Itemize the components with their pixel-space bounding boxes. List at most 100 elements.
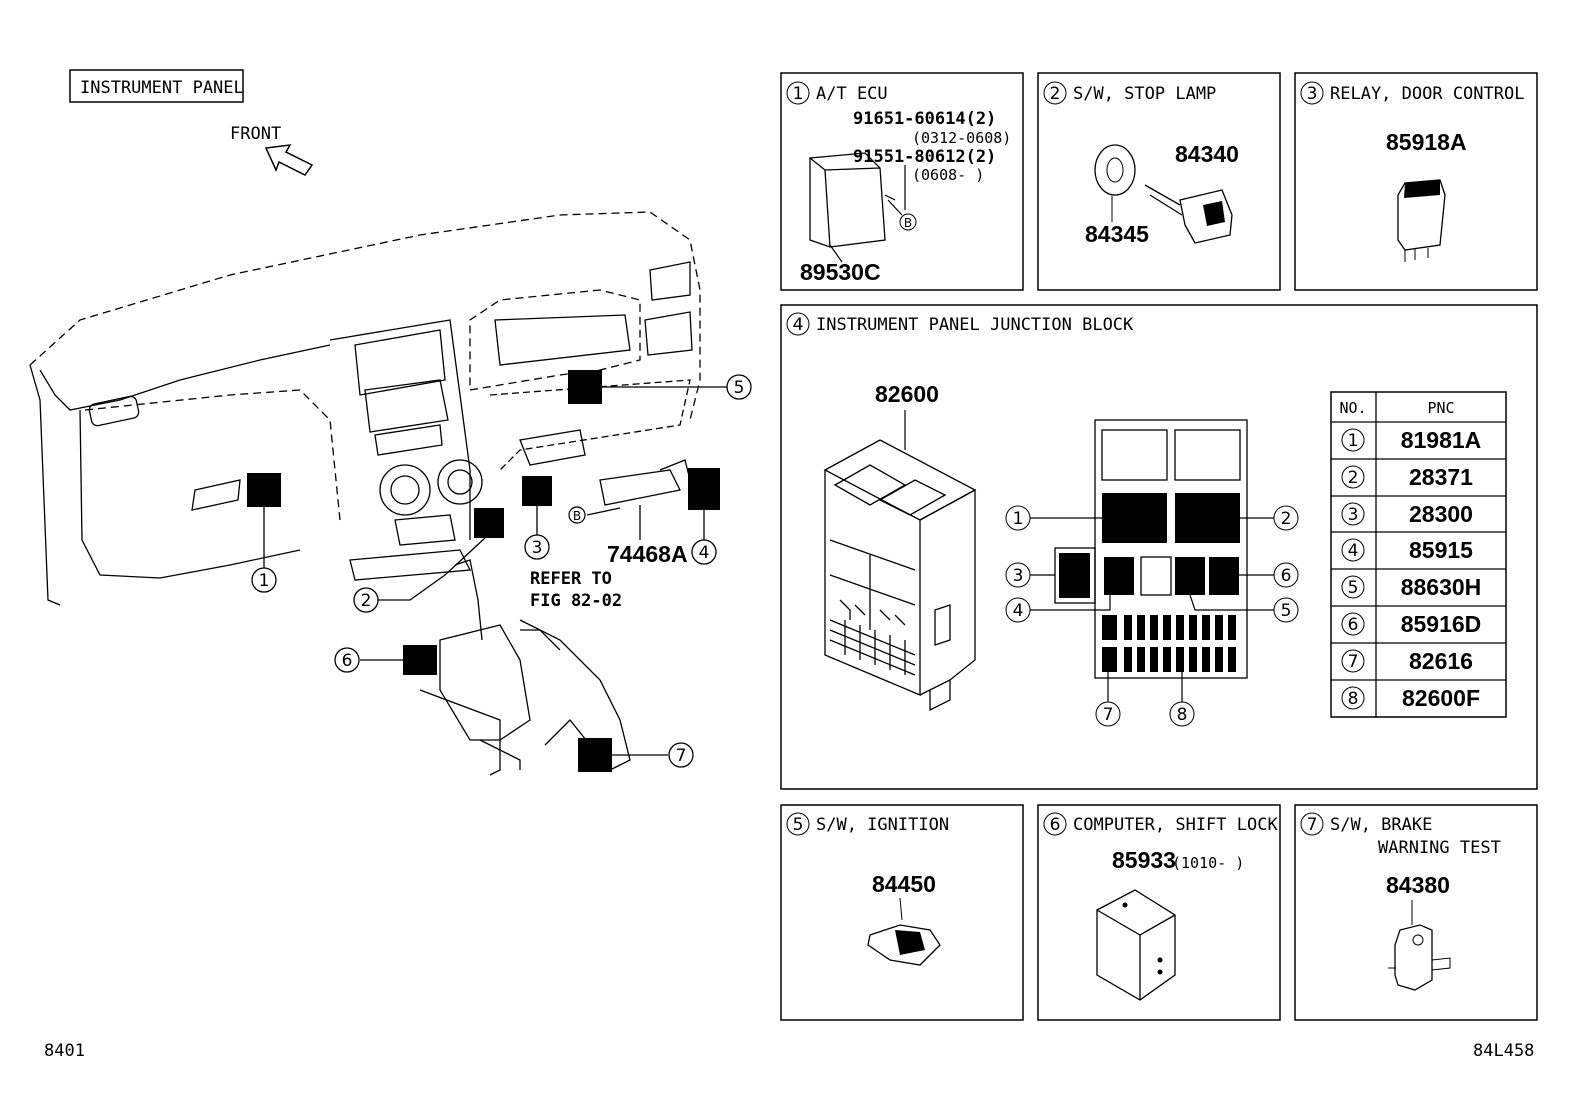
brake-switch-icon [1394,924,1433,991]
panel-1-title: A/T ECU [816,84,888,104]
locator-4 [688,468,720,510]
part-82600: 82600 [875,381,939,407]
slot-2 [1175,493,1240,543]
svg-text:8: 8 [1348,689,1359,709]
jb-callouts: 1 2 3 4 5 6 7 8 [1005,505,1299,727]
slot-7b [1102,647,1117,672]
part-89530c: 89530C [800,259,881,285]
slot-6 [1209,557,1239,595]
panel-1-part-2: 91551-80612(2) [853,147,996,167]
footer-left-code: 8401 [44,1041,85,1061]
part-84380: 84380 [1386,872,1450,898]
panel-6-shift-lock-computer: 6 COMPUTER, SHIFT LOCK 85933 (1010- ) [1037,804,1281,1021]
svg-text:85916D: 85916D [1401,611,1482,637]
svg-text:2: 2 [1050,84,1061,104]
junction-block-layout: 1 2 3 4 5 6 7 8 [1005,419,1299,727]
slot-8-fuses [1124,615,1236,672]
svg-text:82600F: 82600F [1402,685,1480,711]
svg-text:4: 4 [699,543,710,563]
callout-4: 4 [691,539,717,565]
table-header-pnc: PNC [1427,399,1454,417]
callout-5: 5 [726,374,752,400]
panel-5-ignition-switch: 5 S/W, IGNITION 84450 [780,804,1024,1021]
panel-1-date-2: (0608- ) [912,166,984,184]
front-label: FRONT [230,124,281,144]
locator-6 [403,645,437,675]
slot-3 [1059,553,1090,598]
svg-text:1: 1 [259,571,270,591]
callout-2: 2 [353,587,379,613]
svg-text:6: 6 [342,651,353,671]
svg-text:28300: 28300 [1409,501,1473,527]
locator-3 [522,476,552,506]
svg-text:5: 5 [1348,578,1359,598]
b-marker-panel: B [904,216,912,230]
front-arrow-icon [264,144,314,176]
slot-4 [1104,557,1134,595]
locator-squares [247,370,720,772]
panel-4-junction-block: 4 INSTRUMENT PANEL JUNCTION BLOCK 82600 [780,304,1538,790]
panel-2-stop-lamp-switch: 2 S/W, STOP LAMP 84340 84345 [1037,72,1281,291]
svg-text:2: 2 [1348,468,1359,488]
svg-text:7: 7 [1348,652,1359,672]
panel-1-date-1: (0312-0608) [912,129,1011,147]
callout-7: 7 [668,742,694,768]
svg-text:5: 5 [1281,601,1292,621]
part-84340: 84340 [1175,141,1239,167]
panel-2-title: S/W, STOP LAMP [1073,84,1216,104]
svg-text:7: 7 [1307,815,1318,835]
svg-text:6: 6 [1348,615,1359,635]
part-85918a: 85918A [1386,129,1467,155]
leader-lines [263,386,727,756]
shift-lock-computer-icon [1096,889,1176,1001]
panel-6-date: (1010- ) [1172,854,1244,872]
svg-text:3: 3 [1307,84,1318,104]
locator-1 [247,473,281,507]
svg-text:2: 2 [361,591,372,611]
junction-block-icon [823,439,977,712]
part-84450: 84450 [872,871,936,897]
refer-to-line1: REFER TO [530,569,612,589]
ecu-box-icon [809,152,886,248]
instrument-panel-title-box: INSTRUMENT PANEL [69,69,244,103]
slot-5 [1175,557,1205,595]
panel-3-title: RELAY, DOOR CONTROL [1330,84,1524,104]
svg-text:85915: 85915 [1409,537,1473,563]
b-marker-left: B [568,506,586,524]
svg-text:7: 7 [1103,705,1114,725]
svg-text:2: 2 [1281,509,1292,529]
panel-7-title: S/W, BRAKE [1330,815,1432,835]
part-74468a: 74468A [607,541,688,567]
locator-7 [578,738,612,772]
panel-4-title: INSTRUMENT PANEL JUNCTION BLOCK [816,315,1134,335]
svg-text:88630H: 88630H [1401,574,1482,600]
svg-text:B: B [573,509,581,523]
svg-text:5: 5 [734,378,745,398]
panel-1-at-ecu: 1 A/T ECU 91651-60614(2) (0312-0608) 915… [780,72,1024,291]
svg-text:6: 6 [1050,815,1061,835]
dashboard-illustration [29,211,701,776]
table-header-no: NO. [1339,399,1366,417]
slot-1 [1102,493,1167,543]
svg-text:3: 3 [1348,505,1359,525]
svg-text:28371: 28371 [1409,464,1473,490]
refer-to-line2: FIG 82-02 [530,591,622,611]
footer-right-code: 84L458 [1473,1041,1534,1061]
panel-5-title: S/W, IGNITION [816,815,949,835]
nut-icon [1094,144,1136,196]
svg-text:82616: 82616 [1409,648,1473,674]
svg-text:3: 3 [1013,566,1024,586]
svg-text:7: 7 [676,746,687,766]
part-85933: 85933 [1112,847,1176,873]
svg-text:4: 4 [1013,601,1024,621]
svg-text:81981A: 81981A [1401,427,1482,453]
locator-2 [474,508,504,538]
callout-3: 3 [524,534,550,560]
svg-text:8: 8 [1177,705,1188,725]
locator-5 [568,370,602,404]
instrument-panel-title: INSTRUMENT PANEL [80,78,244,98]
slot-7a [1102,615,1117,640]
